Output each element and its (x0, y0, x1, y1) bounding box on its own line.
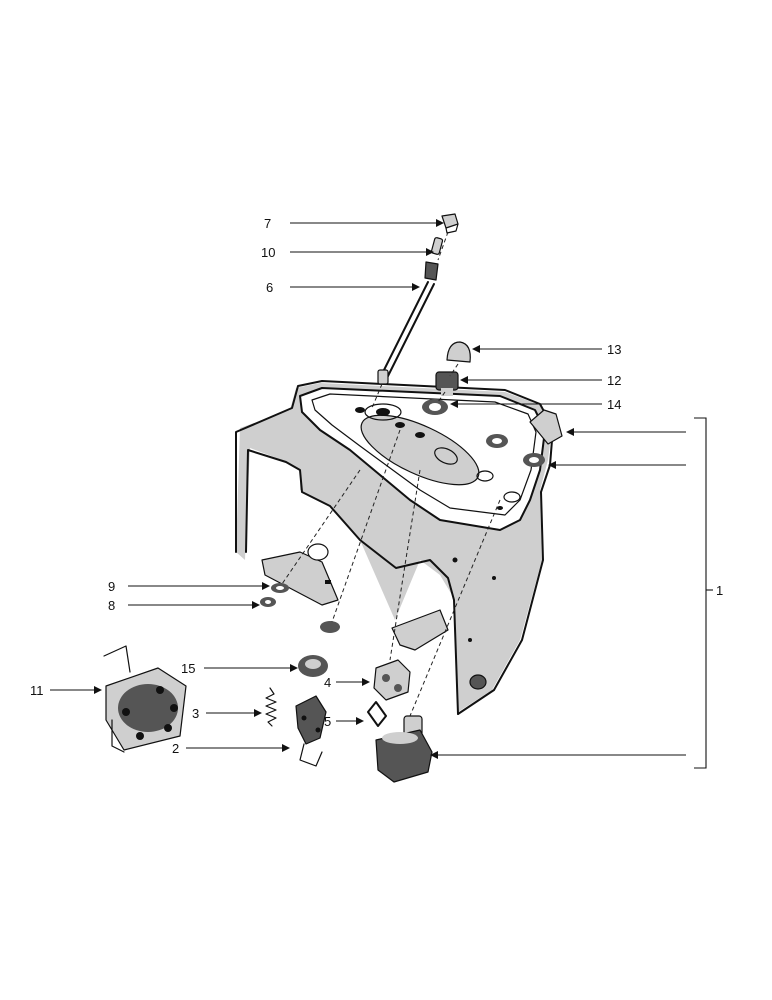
callout-11: 11 (30, 683, 44, 698)
bracket-part-5 (367, 701, 387, 727)
grommet-part-15 (298, 655, 328, 677)
grommet-lower (320, 621, 340, 633)
cap-nut-part-7 (441, 213, 459, 234)
connector-part-4 (373, 659, 411, 701)
pin-part-10 (430, 237, 444, 255)
cone-knob (529, 409, 563, 445)
knob-part-13 (446, 341, 471, 363)
starter-switch (375, 715, 433, 783)
switch-bracket-part-2 (295, 695, 327, 767)
callout-labels: 7 10 6 13 12 14 1 9 8 15 4 11 3 5 2 (30, 216, 723, 756)
callout-7: 7 (264, 216, 271, 231)
bezel-ring-part-14 (422, 399, 448, 415)
instrument-panel-housing (235, 380, 554, 715)
callout-5: 5 (324, 714, 331, 729)
callout-1: 1 (716, 583, 723, 598)
assembly-lines (281, 231, 501, 717)
nut-part-8 (260, 597, 276, 607)
switch-part-12 (435, 371, 459, 396)
stud-part-6 (377, 261, 439, 385)
callout-12: 12 (607, 373, 621, 388)
callout-3: 3 (192, 706, 199, 721)
callout-8: 8 (108, 598, 115, 613)
callout-6: 6 (266, 280, 273, 295)
washer-part-9 (271, 583, 289, 593)
callout-2: 2 (172, 741, 179, 756)
callout-13: 13 (607, 342, 621, 357)
horn-part-11 (103, 645, 187, 753)
leader-lines (50, 219, 713, 769)
callout-15: 15 (181, 661, 195, 676)
spring-part-3 (265, 687, 277, 727)
callout-4: 4 (324, 675, 331, 690)
callout-14: 14 (607, 397, 621, 412)
callout-10: 10 (261, 245, 275, 260)
callout-9: 9 (108, 579, 115, 594)
